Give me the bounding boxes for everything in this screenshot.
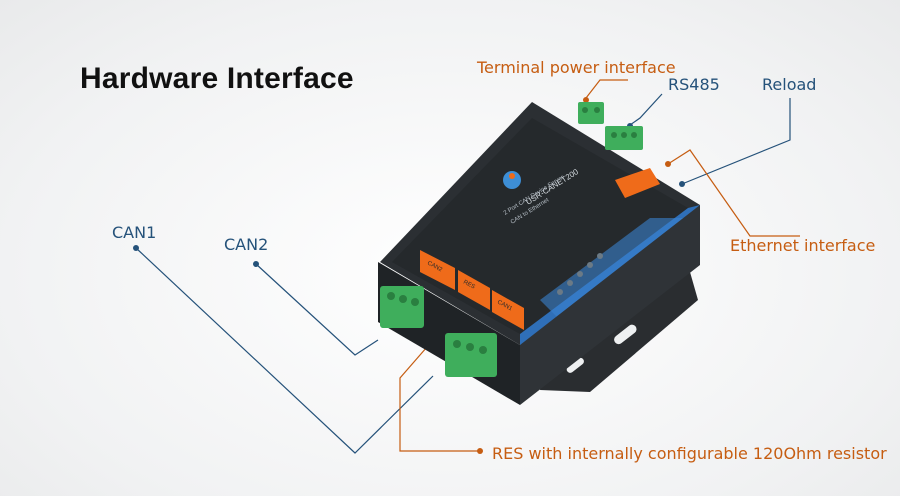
callout-dot <box>665 161 671 167</box>
status-leds <box>557 253 603 295</box>
label-rs485: RS485 <box>668 75 720 94</box>
top-orange-tab <box>615 168 660 198</box>
callout-line-can1 <box>135 247 434 454</box>
label-terminal-power: Terminal power interface <box>477 58 676 77</box>
callout-dot <box>477 448 483 454</box>
terminal-can1 <box>380 286 424 328</box>
label-can2: CAN2 <box>224 235 269 254</box>
label-res: RES with internally configurable 120Ohm … <box>492 444 887 463</box>
device-side <box>520 205 700 405</box>
port-label-can1 <box>492 290 524 330</box>
callout-line-can2 <box>255 263 379 356</box>
port-label-res <box>458 270 490 310</box>
port-text-res: RES <box>462 279 476 290</box>
callout-line-terminal-power <box>585 79 628 99</box>
callout-line-res <box>399 346 480 452</box>
callout-line-reload <box>681 98 791 185</box>
mount-slot <box>566 357 584 373</box>
callout-dot <box>679 181 685 187</box>
callout-dot <box>133 245 139 251</box>
brand-logo <box>503 171 521 189</box>
port-label-can2 <box>420 250 455 290</box>
label-can1: CAN1 <box>112 223 157 242</box>
callout-dot <box>583 97 589 103</box>
page-title: Hardware Interface <box>80 62 354 95</box>
callout-dot <box>253 261 259 267</box>
label-ethernet: Ethernet interface <box>730 236 876 255</box>
mount-slot <box>614 324 637 345</box>
callout-line-ethernet <box>667 149 800 237</box>
callout-line-rs485 <box>629 93 663 126</box>
label-reload: Reload <box>762 75 817 94</box>
terminal-power <box>578 102 604 124</box>
terminal-rs485 <box>605 126 643 150</box>
terminal-can2 <box>445 333 497 377</box>
